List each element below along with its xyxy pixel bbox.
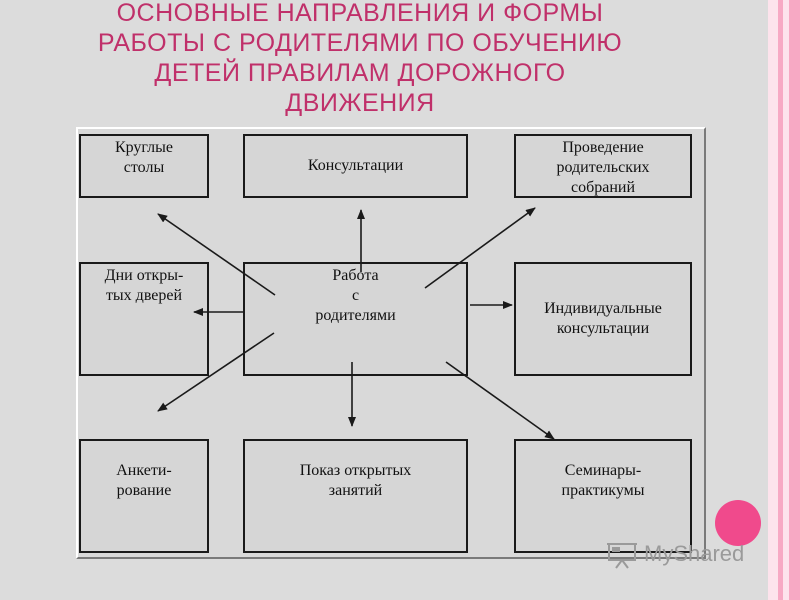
- box-label: Консультации: [307, 157, 404, 174]
- box-open-lessons: Показ открытых занятий: [243, 439, 468, 553]
- slide-title: ОСНОВНЫЕ НАПРАВЛЕНИЯ И ФОРМЫ РАБОТЫ С РО…: [30, 0, 690, 118]
- box-seminars: Семинары- практикумы: [514, 439, 692, 553]
- stripe-light-1: [768, 0, 778, 600]
- decorative-pink-circle: [715, 500, 761, 546]
- box-open-days: Дни откры- тых дверей: [79, 262, 209, 376]
- box-questionnaire: Анкети- рование: [79, 439, 209, 553]
- title-line: ОСНОВНЫЕ НАПРАВЛЕНИЯ И ФОРМЫ: [116, 0, 604, 27]
- box-individual-consultations: Индивидуальные консультации: [514, 262, 692, 376]
- title-line: РАБОТЫ С РОДИТЕЛЯМИ ПО ОБУЧЕНИЮ: [97, 29, 623, 57]
- arrow-to-parent-meetings: [424, 207, 536, 289]
- stripe-pink-2: [789, 0, 800, 600]
- box-round-tables: Круглые столы: [79, 134, 209, 198]
- box-label: Показ открытых занятий: [299, 462, 412, 499]
- box-label: Дни откры- тых дверей: [104, 267, 184, 304]
- box-consultations: Консультации: [243, 134, 468, 198]
- watermark: MyShared: [606, 536, 766, 572]
- title-line: ДЕТЕЙ ПРАВИЛАМ ДОРОЖНОГО: [154, 59, 566, 87]
- stripe-pink-1: [778, 0, 783, 600]
- box-label: Работа с родителями: [315, 267, 396, 324]
- box-center-work-with-parents: Работа с родителями: [243, 262, 468, 376]
- arrow-to-round-tables: [157, 213, 276, 296]
- arrow-to-questionnaire: [157, 332, 275, 412]
- box-label: Проведение родительских собраний: [556, 139, 650, 196]
- box-label: Анкети- рование: [116, 462, 172, 499]
- watermark-text: MyShared: [644, 541, 745, 566]
- presentation-board-icon: [607, 543, 637, 569]
- box-label: Семинары- практикумы: [561, 462, 645, 499]
- box-label: Круглые столы: [114, 139, 174, 176]
- box-parent-meetings: Проведение родительских собраний: [514, 134, 692, 198]
- box-label: Индивидуальные консультации: [544, 300, 662, 337]
- stripe-light-2: [783, 0, 789, 600]
- arrow-to-seminars: [445, 361, 555, 440]
- title-line: ДВИЖЕНИЯ: [285, 89, 435, 117]
